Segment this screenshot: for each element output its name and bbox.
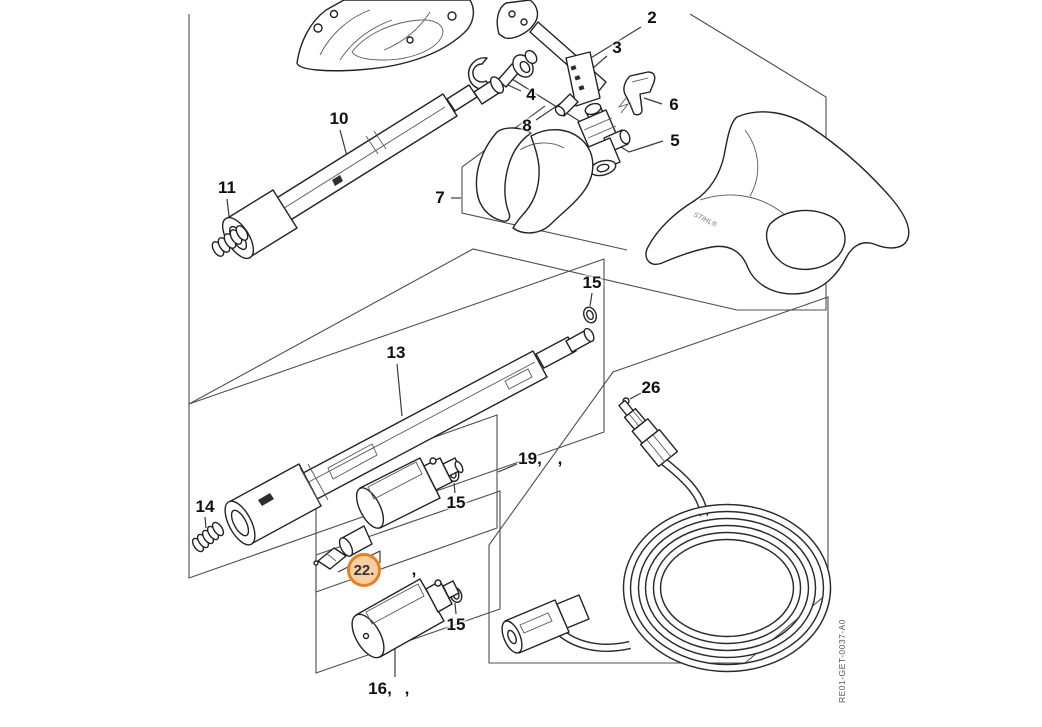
gun-housing-shell (296, 0, 475, 72)
part-label-10[interactable]: 10 (329, 109, 349, 128)
part-label-15a[interactable]: 15 (582, 273, 602, 292)
part-26-hose-group (501, 397, 832, 673)
part-7-trigger (475, 127, 594, 234)
part-label-11[interactable]: 11 (218, 178, 236, 197)
group-boxes (188, 13, 829, 674)
part-19-nozzle (355, 457, 464, 529)
part-label-16x[interactable]: , (404, 679, 410, 698)
part-15-o-ring-top (582, 306, 598, 324)
part-4-clip (467, 49, 538, 91)
callout-leader-lines (204, 26, 664, 677)
part-13-spray-lance (224, 327, 595, 546)
part-label-22x[interactable]: , (411, 560, 417, 579)
part-label-26[interactable]: 26 (641, 378, 661, 397)
part-6-lock-lever (617, 71, 656, 116)
part-22-nozzle-tip (313, 525, 373, 570)
part-label-2[interactable]: 2 (647, 8, 657, 27)
part-label-19[interactable]: 19, (518, 449, 542, 468)
part-label-13[interactable]: 13 (386, 343, 406, 362)
part-5-valve (577, 102, 631, 177)
part-label-3[interactable]: 3 (612, 38, 622, 57)
part-11-spring (211, 225, 249, 257)
part-8-pin (554, 93, 579, 117)
gun-body: STIHL® (645, 111, 910, 295)
highlighted-part-22-badge[interactable]: 22. (347, 553, 381, 587)
part-label-15c[interactable]: 15 (446, 615, 466, 634)
part-16-nozzle (351, 578, 460, 659)
part-label-6[interactable]: 6 (669, 95, 679, 114)
housing-fragment (496, 0, 539, 40)
part-label-14[interactable]: 14 (195, 497, 215, 516)
drawing-code: RE01-GET-0037-A0 (837, 618, 847, 704)
part-10-spray-lance (221, 76, 505, 260)
part-label-15b[interactable]: 15 (446, 493, 466, 512)
part-3-lever (529, 21, 607, 107)
part-label-19x[interactable]: , (557, 449, 563, 468)
part-label-8[interactable]: 8 (522, 116, 532, 135)
part-label-16[interactable]: 16, (368, 679, 392, 698)
part-label-7[interactable]: 7 (435, 188, 445, 207)
part-label-5[interactable]: 5 (670, 131, 680, 150)
part-14-spring (191, 521, 225, 553)
highlighted-part-22-label: 22. (353, 561, 375, 579)
part-label-4[interactable]: 4 (526, 85, 536, 104)
